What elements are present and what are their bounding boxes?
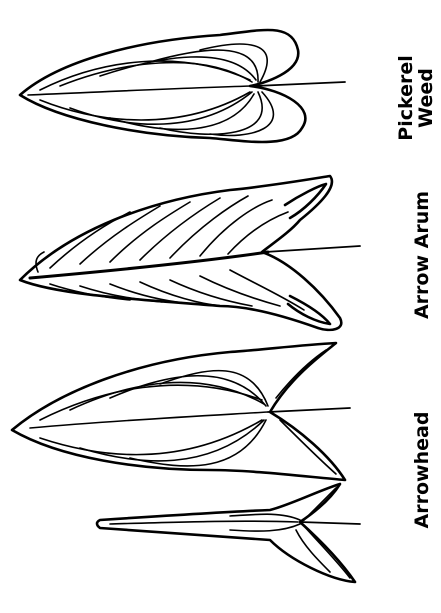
- pickerel-weed-leaf: [20, 30, 345, 142]
- label-arrowhead-text: Arrowhead: [411, 412, 433, 529]
- label-pickerel-line1: Pickerel: [395, 55, 417, 140]
- label-pickerel-weed: Pickerel Weed: [395, 55, 437, 140]
- arrowhead-broad-leaf: [12, 343, 350, 480]
- arrowhead-narrow-leaf: [97, 484, 360, 582]
- label-pickerel-line2: Weed: [415, 68, 437, 128]
- label-arrow-arum-text: Arrow Arum: [411, 191, 433, 319]
- label-arrowhead: Arrowhead: [411, 412, 433, 529]
- label-arrow-arum: Arrow Arum: [411, 191, 433, 319]
- arrow-arum-leaf: [20, 176, 360, 330]
